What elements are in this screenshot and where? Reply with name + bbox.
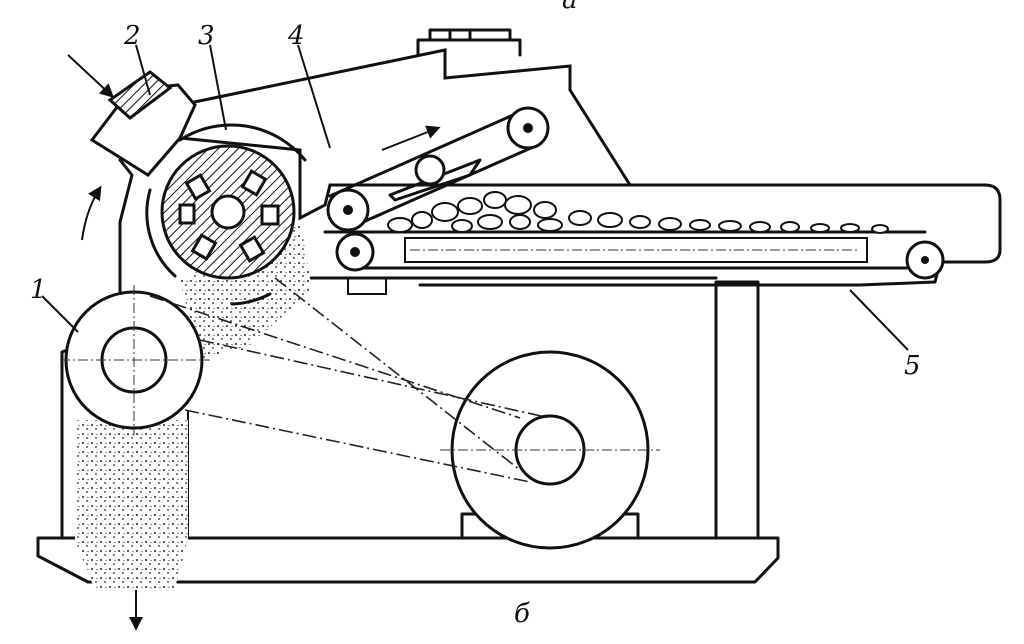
material-lumps: [387, 191, 889, 234]
material-stream-left: [75, 420, 188, 590]
leader-5: [849, 289, 909, 351]
label-3: 3: [198, 21, 215, 51]
motor: [440, 350, 660, 550]
leader-1: [41, 295, 79, 333]
lower-pulley: [60, 285, 210, 435]
label-1: 1: [30, 275, 47, 305]
label-top-letter: а: [562, 0, 578, 15]
label-bottom-letter: б: [514, 599, 530, 629]
belt-b: [184, 409, 531, 483]
label-5: 5: [904, 351, 921, 381]
leader-3: [209, 44, 227, 131]
leader-2: [135, 44, 151, 96]
top-bracket: [416, 28, 522, 57]
label-4: 4: [287, 21, 305, 51]
upper-conveyor: [326, 106, 550, 232]
feed-conveyor: [323, 183, 1002, 295]
rotation-arrow: [81, 185, 102, 241]
leader-4: [297, 44, 331, 149]
support-column: [714, 280, 760, 540]
frame-housing: [60, 158, 134, 540]
crusher-hood: [178, 48, 633, 221]
conveyor-arrow: [381, 125, 441, 151]
feed-arrow: [67, 54, 115, 98]
belt-c: [274, 277, 521, 471]
belt-d: [199, 339, 551, 419]
label-2: 2: [123, 21, 141, 51]
feed-pusher: [107, 70, 173, 120]
rotor: [145, 123, 307, 306]
base-plate: [36, 536, 780, 584]
